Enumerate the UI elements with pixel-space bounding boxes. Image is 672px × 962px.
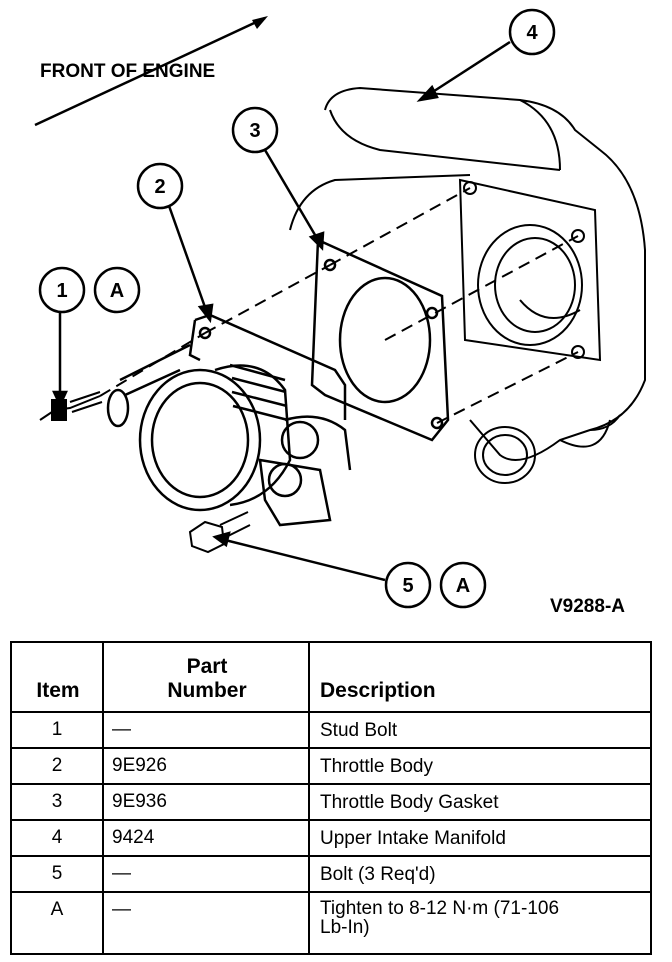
front-of-engine-label: FRONT OF ENGINE [40,61,215,82]
callout-a-torque: A [93,266,141,314]
table-row: A — Tighten to 8-12 N·m (71-106 Lb-In) [10,891,652,955]
callout-2: 2 [136,162,184,210]
stud-bolt-drawing [39,391,103,421]
svg-text:5: 5 [402,575,413,597]
table-row: 2 9E926 Throttle Body [10,747,652,785]
cell-description: Tighten to 8-12 N·m (71-106 Lb-In) [308,891,652,955]
parts-table: Item Part Number Description 1 — Stud Bo… [10,641,652,955]
table-row: 1 — Stud Bolt [10,711,652,749]
cell-description-line2: Lb-In) [320,917,370,938]
cell-item: A [10,891,104,955]
table-header-row: Item Part Number Description [10,641,652,713]
header-item: Item [10,641,104,713]
cell-description: Bolt (3 Req'd) [308,855,652,893]
svg-text:2: 2 [154,176,165,198]
svg-text:4: 4 [526,22,538,44]
callout-a-torque-bolt: A [439,561,487,609]
svg-text:A: A [110,280,124,302]
header-part-number: Part Number [102,641,310,713]
bolt-drawing [188,511,251,554]
callout-1: 1 [38,266,86,314]
cell-part: 9424 [102,819,310,857]
cell-item: 1 [10,711,104,749]
cell-description-line1: Tighten to 8-12 N·m (71-106 [320,898,560,919]
cell-item: 2 [10,747,104,785]
cell-part: — [102,711,310,749]
cell-description: Upper Intake Manifold [308,819,652,857]
cell-item: 5 [10,855,104,893]
throttle-body-gasket-drawing [310,238,450,442]
alignment-lines [99,187,579,424]
table-row: 3 9E936 Throttle Body Gasket [10,783,652,821]
cell-part: 9E926 [102,747,310,785]
table-row: 4 9424 Upper Intake Manifold [10,819,652,857]
cell-item: 3 [10,783,104,821]
header-description: Description [308,641,652,713]
header-part-line2: Number [167,679,247,702]
callout-3: 3 [231,106,279,154]
cell-part: 9E936 [102,783,310,821]
throttle-body-drawing [106,313,352,527]
cell-description: Throttle Body Gasket [308,783,652,821]
table-row: 5 — Bolt (3 Req'd) [10,855,652,893]
upper-intake-manifold-drawing [289,86,646,484]
cell-part: — [102,891,310,955]
svg-text:3: 3 [249,120,260,142]
cell-description: Stud Bolt [308,711,652,749]
figure-id: V9288-A [550,596,625,617]
leader-lines [52,40,511,582]
svg-text:1: 1 [56,280,67,302]
front-of-engine-indicator: FRONT OF ENGINE [34,16,268,127]
cell-item: 4 [10,819,104,857]
callout-4: 4 [508,8,556,56]
header-part-line1: Part [186,655,228,678]
callout-5: 5 [384,561,432,609]
throttle-body-exploded-diagram: FRONT OF ENGINE [34,8,646,617]
cell-part: — [102,855,310,893]
svg-text:A: A [456,575,470,597]
cell-description: Throttle Body [308,747,652,785]
